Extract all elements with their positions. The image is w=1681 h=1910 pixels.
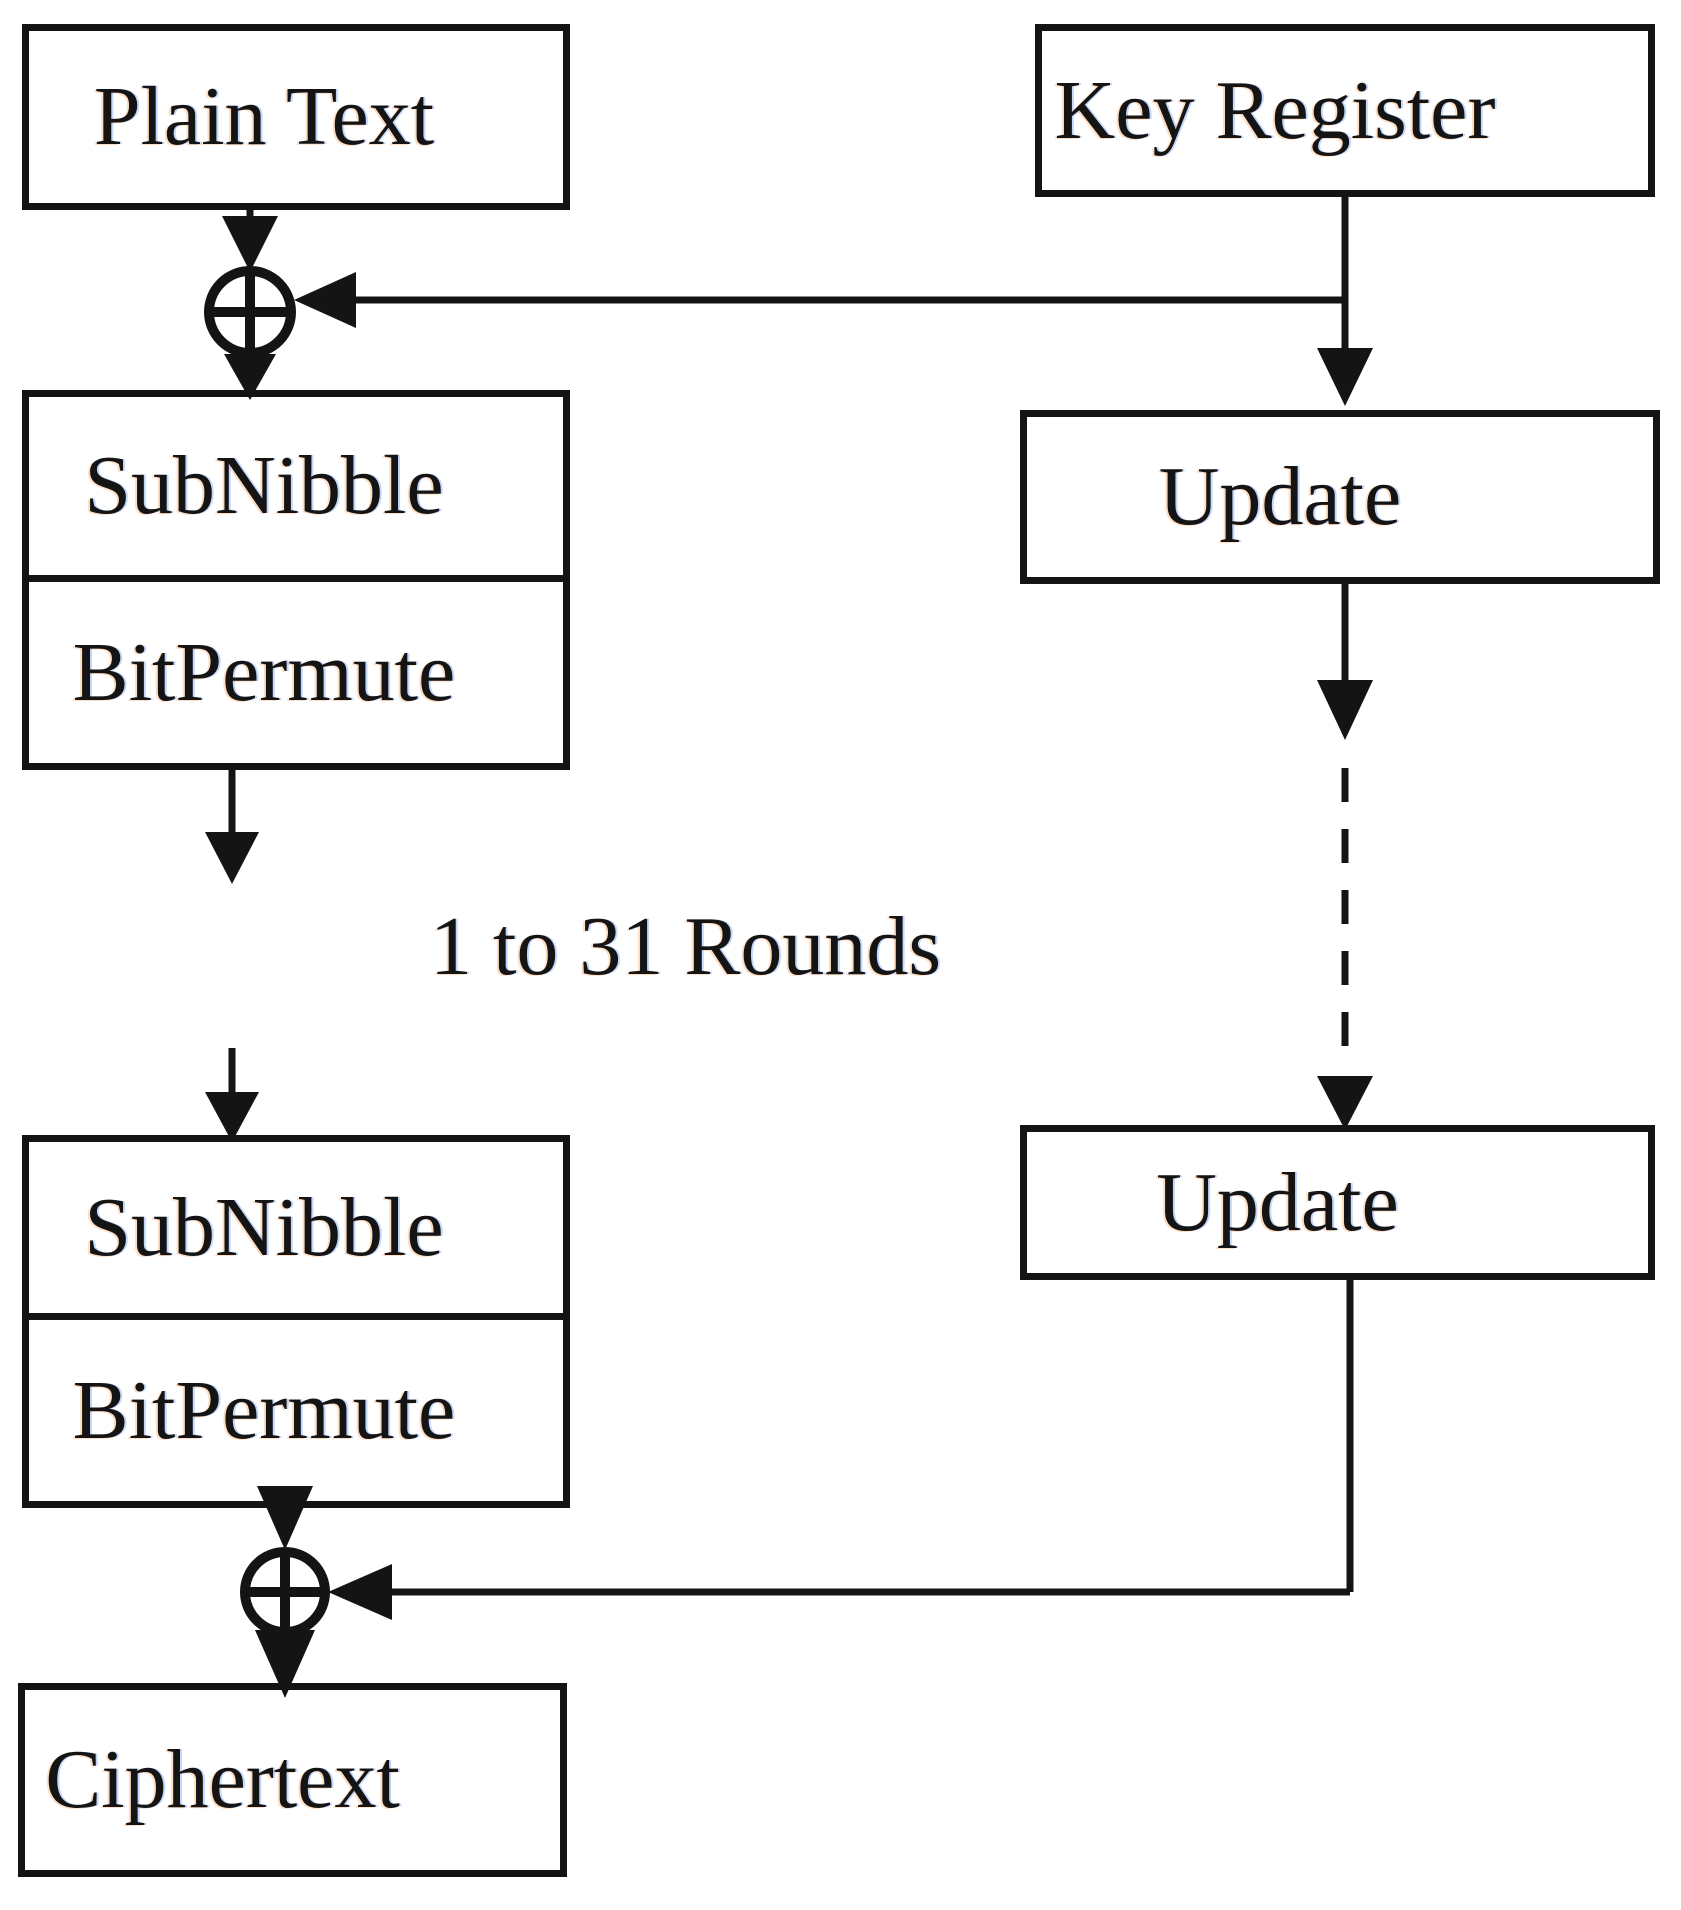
ciphertext-box: Ciphertext <box>18 1683 567 1877</box>
key-register-box: Key Register <box>1035 24 1655 197</box>
round2-block: SubNibble BitPermute <box>22 1135 570 1508</box>
round1-bitpermute-label: BitPermute <box>72 625 456 719</box>
rounds-annotation: 1 to 31 Rounds <box>430 900 942 993</box>
round1-exit-arrow <box>205 770 259 884</box>
update1-to-update2-dashed-arrow <box>1317 584 1373 1130</box>
plain-text-box: Plain Text <box>22 24 570 210</box>
update2-label: Update <box>1156 1155 1399 1249</box>
xor-icon <box>204 266 296 358</box>
round1-bitpermute-cell: BitPermute <box>29 582 563 763</box>
ciphertext-label: Ciphertext <box>45 1733 400 1826</box>
round2-subnibble-label: SubNibble <box>84 1180 444 1274</box>
round2-subnibble-cell: SubNibble <box>29 1142 563 1320</box>
round1-subnibble-cell: SubNibble <box>29 397 563 582</box>
key-register-label: Key Register <box>1054 63 1496 157</box>
round2-bitpermute-label: BitPermute <box>72 1363 456 1457</box>
round2-bitpermute-cell: BitPermute <box>29 1320 563 1501</box>
update1-label: Update <box>1158 450 1402 543</box>
round2-entry-arrow <box>205 1048 259 1142</box>
round1-subnibble-label: SubNibble <box>84 439 444 532</box>
update2-box: Update <box>1020 1125 1655 1280</box>
round1-block: SubNibble BitPermute <box>22 390 570 770</box>
xor-icon <box>240 1547 330 1637</box>
update1-box: Update <box>1020 410 1660 584</box>
plaintext-to-xor-arrow <box>222 210 278 272</box>
key-register-feed-line <box>294 197 1373 406</box>
plain-text-label: Plain Text <box>93 70 435 163</box>
